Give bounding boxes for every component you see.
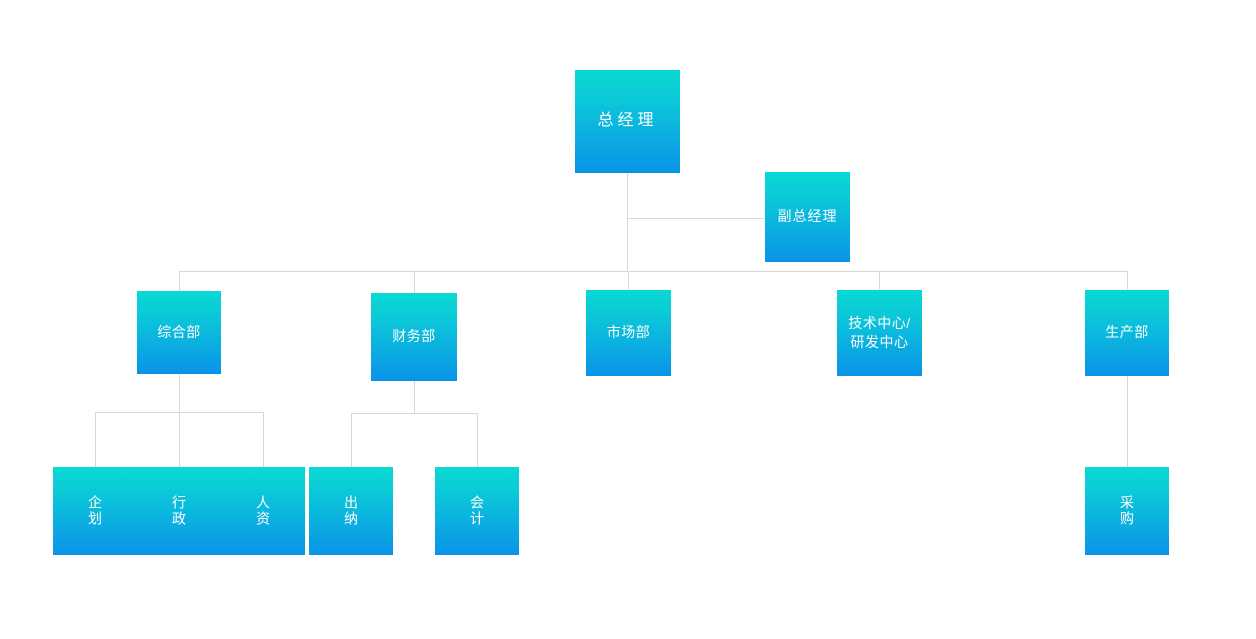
node-label: 人资: [255, 495, 271, 527]
node-procurement[interactable]: 采购: [1085, 467, 1169, 555]
node-production[interactable]: 生产部: [1085, 290, 1169, 376]
node-label: 总经理: [597, 112, 658, 130]
node-administration[interactable]: 行政: [137, 467, 221, 555]
connector-drop-marketing: [628, 271, 629, 290]
node-label: 出纳: [343, 495, 359, 527]
connector-finance-bus: [351, 413, 477, 414]
node-label: 市场部: [606, 324, 651, 341]
node-general-manager[interactable]: 总经理: [575, 70, 680, 173]
node-accounting[interactable]: 会计: [435, 467, 519, 555]
node-label: 副总经理: [777, 208, 838, 225]
connector-drop-production: [1127, 271, 1128, 290]
node-cashier[interactable]: 出纳: [309, 467, 393, 555]
connector-drop-finance: [414, 271, 415, 293]
connector-level3-bus: [179, 271, 1128, 272]
connector-drop-cashier: [351, 413, 352, 467]
connector-drop-accounting: [477, 413, 478, 467]
node-label: 生产部: [1105, 324, 1149, 341]
node-label: 会计: [469, 495, 485, 527]
node-label: 采购: [1119, 495, 1135, 527]
connector-drop-human-resources: [263, 412, 264, 467]
connector-drop-tech-center: [879, 271, 880, 290]
connector-gm-to-deputy: [627, 218, 765, 219]
node-marketing[interactable]: 市场部: [586, 290, 671, 376]
connector-drop-administration: [179, 412, 180, 467]
node-planning[interactable]: 企划: [53, 467, 137, 555]
node-label: 技术中心/ 研发中心: [848, 315, 911, 350]
connector-gm-trunk: [627, 173, 628, 271]
node-label: 企划: [87, 495, 103, 527]
node-general-affairs[interactable]: 综合部: [137, 291, 221, 374]
node-tech-center[interactable]: 技术中心/ 研发中心: [837, 290, 922, 376]
connector-finance-trunk: [414, 381, 415, 413]
node-label: 财务部: [392, 328, 436, 345]
connector-general-affairs-trunk: [179, 374, 180, 412]
node-deputy-general-manager[interactable]: 副总经理: [765, 172, 850, 262]
node-label: 综合部: [157, 323, 201, 340]
node-human-resources[interactable]: 人资: [221, 467, 305, 555]
connector-production-to-procurement: [1127, 376, 1128, 467]
connector-drop-general-affairs: [179, 271, 180, 291]
node-label: 行政: [171, 495, 187, 527]
connector-drop-planning: [95, 412, 96, 467]
node-finance[interactable]: 财务部: [371, 293, 457, 381]
